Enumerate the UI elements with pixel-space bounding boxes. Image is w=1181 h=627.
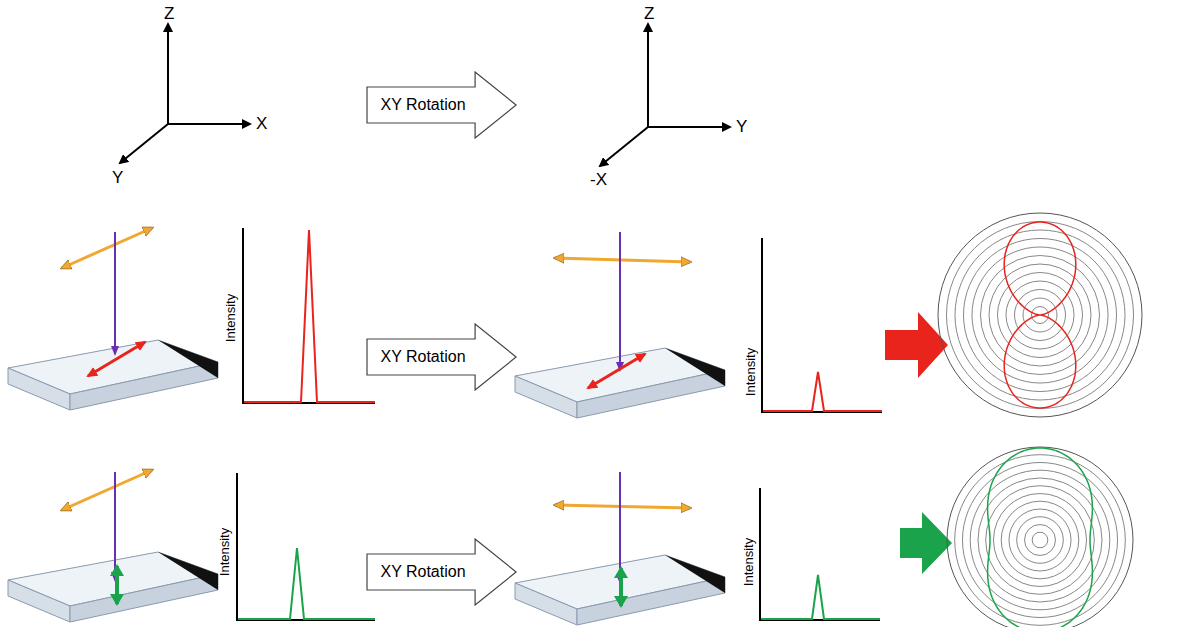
arrow-label: XY Rotation [380,96,465,114]
axis-label: Y [736,117,747,137]
rotation-arrow: XY Rotation [366,538,517,606]
axis-label: Y [112,168,123,188]
axis-title: Intensity [741,538,756,586]
axis-title: Intensity [743,348,758,396]
axis-label: Z [164,4,174,24]
axis-label: Z [644,4,654,24]
axis-label: X [256,114,267,134]
axis-title: Intensity [223,294,238,342]
arrow-label: XY Rotation [380,348,465,366]
axis-label: -X [590,170,607,190]
rotation-arrow: XY Rotation [366,323,517,391]
axis-title: Intensity [217,528,232,576]
rotation-arrow: XY Rotation [366,71,517,139]
arrow-label: XY Rotation [380,563,465,581]
